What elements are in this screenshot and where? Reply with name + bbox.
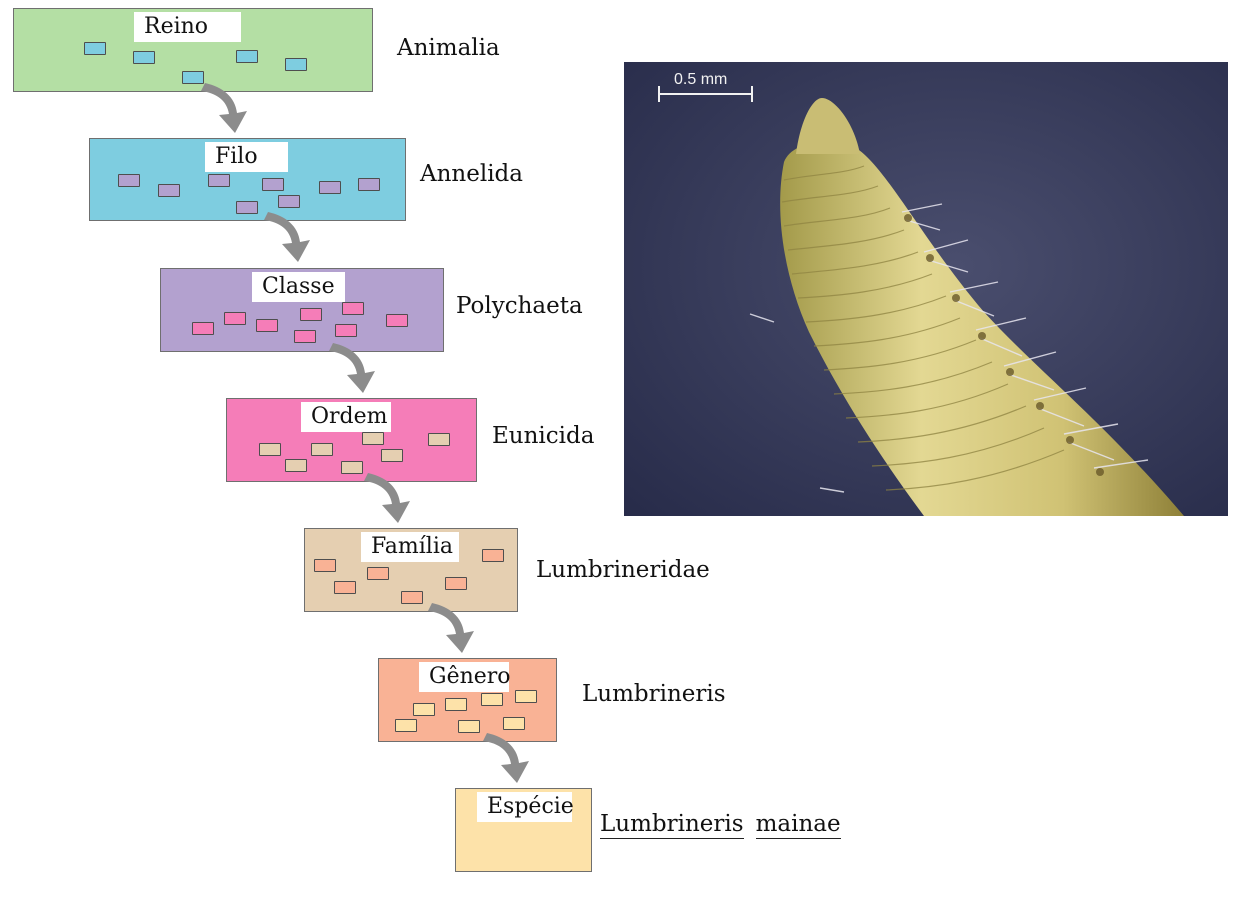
member-token: [481, 693, 503, 706]
member-token: [192, 322, 214, 335]
species-genus: Lumbrineris: [600, 811, 744, 839]
arrow-reino-filo: [201, 83, 247, 133]
member-token: [395, 719, 417, 732]
rank-label-reino: Reino: [134, 12, 241, 42]
member-token: [314, 559, 336, 572]
member-token: [358, 178, 380, 191]
species-binomial: Lumbrineris mainae: [600, 811, 841, 839]
member-token: [413, 703, 435, 716]
taxon-eunicida: Eunicida: [492, 423, 595, 449]
member-token: [319, 181, 341, 194]
member-token: [259, 443, 281, 456]
arrow-filo-classe: [264, 212, 310, 262]
member-token: [262, 178, 284, 191]
member-token: [428, 433, 450, 446]
member-token: [300, 308, 322, 321]
member-token: [256, 319, 278, 332]
specimen-photo: 0.5 mm: [624, 62, 1228, 516]
member-token: [515, 690, 537, 703]
member-token: [335, 324, 357, 337]
member-token: [182, 71, 204, 84]
member-token: [236, 50, 258, 63]
member-token: [401, 591, 423, 604]
rank-label-genero: Gênero: [419, 662, 511, 692]
taxon-animalia: Animalia: [397, 35, 500, 61]
member-token: [386, 314, 408, 327]
scale-bar: 0.5 mm: [658, 71, 753, 102]
taxon-lumbrineris: Lumbrineris: [582, 681, 726, 707]
member-token: [224, 312, 246, 325]
member-token: [381, 449, 403, 462]
member-token: [362, 432, 384, 445]
scale-bar-label: 0.5 mm: [674, 71, 727, 88]
member-token: [236, 201, 258, 214]
member-token: [503, 717, 525, 730]
member-token: [208, 174, 230, 187]
rank-label-familia: Família: [361, 532, 459, 562]
member-token: [294, 330, 316, 343]
member-token: [458, 720, 480, 733]
member-token: [482, 549, 504, 562]
member-token: [445, 577, 467, 590]
taxon-lumbrineridae: Lumbrineridae: [536, 557, 710, 583]
rank-label-especie: Espécie: [477, 792, 574, 822]
member-token: [118, 174, 140, 187]
taxon-polychaeta: Polychaeta: [456, 293, 583, 319]
rank-label-ordem: Ordem: [301, 402, 391, 432]
member-token: [84, 42, 106, 55]
member-token: [133, 51, 155, 64]
member-token: [342, 302, 364, 315]
arrow-ordem-familia: [364, 473, 410, 523]
taxon-annelida: Annelida: [420, 161, 523, 187]
member-token: [367, 567, 389, 580]
rank-label-classe: Classe: [252, 272, 345, 302]
rank-box-classe: Classe: [160, 268, 444, 352]
rank-box-especie: Espécie: [455, 788, 592, 872]
rank-label-filo: Filo: [205, 142, 288, 172]
member-token: [334, 581, 356, 594]
member-token: [278, 195, 300, 208]
member-token: [158, 184, 180, 197]
arrow-familia-genero: [428, 603, 474, 653]
species-epithet: mainae: [755, 811, 841, 839]
member-token: [311, 443, 333, 456]
member-token: [445, 698, 467, 711]
arrow-classe-ordem: [329, 343, 375, 393]
member-token: [341, 461, 363, 474]
member-token: [285, 459, 307, 472]
arrow-genero-especie: [483, 733, 529, 783]
member-token: [285, 58, 307, 71]
